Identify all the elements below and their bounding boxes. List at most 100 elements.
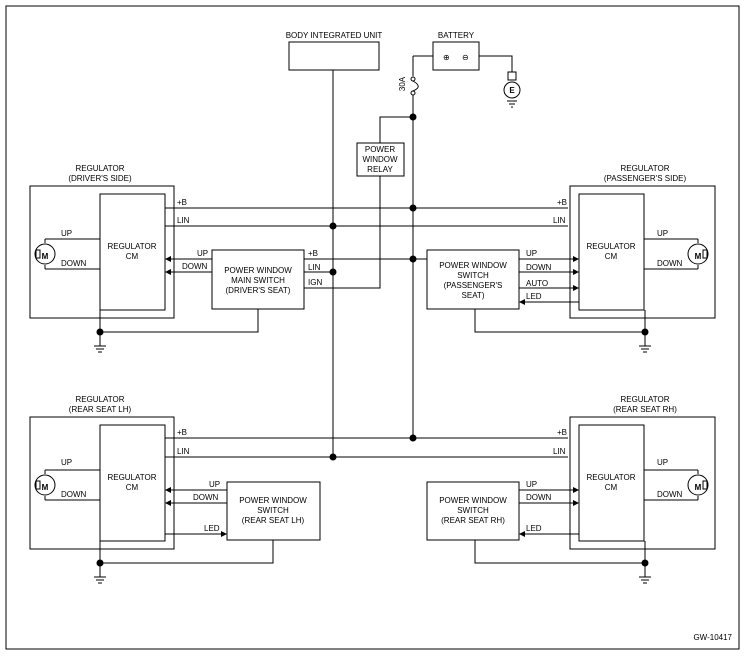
power-window-switch-rear-rh: POWER WINDOW SWITCH (REAR SEAT RH)	[426, 481, 520, 541]
earth-icon	[503, 81, 521, 99]
main-switch-lin-label: LIN	[308, 263, 321, 272]
main-switch-ign-label: IGN	[308, 278, 322, 287]
motor-passenger-up-label: UP	[657, 229, 668, 238]
motor-rear-rh-up-label: UP	[657, 458, 668, 467]
rear-rh-led-label: LED	[526, 524, 542, 533]
rear-lh-lin-label: LIN	[177, 447, 190, 456]
regulator-cm-passenger	[578, 193, 645, 311]
relay-label-1: POWER	[365, 145, 395, 154]
motor-passenger-down-label: DOWN	[657, 259, 683, 268]
battery-plus-icon: ⊕	[443, 53, 450, 62]
ground-rear-lh-icon	[94, 576, 106, 584]
motor-driver-up-label: UP	[61, 229, 72, 238]
motor-passenger-icon	[687, 243, 709, 265]
regulator-passenger-label-2: (PASSENGER'S SIDE)	[604, 174, 687, 183]
driver-lin-label: LIN	[177, 216, 190, 225]
body-integrated-unit-label: BODY INTEGRATED UNIT	[286, 31, 383, 40]
main-switch-up-label: UP	[197, 249, 208, 258]
ground-rear-rh-icon	[639, 576, 651, 584]
regulator-rear-lh-label-1: REGULATOR	[75, 395, 124, 404]
driver-b-label: +B	[177, 198, 187, 207]
battery: BATTERY ⊕ ⊖ E 30A	[398, 31, 521, 108]
rear-lh-switch-label-1: POWER WINDOW	[239, 496, 307, 505]
regulator-cm-driver-label-2: CM	[126, 252, 139, 261]
regulator-driver: REGULATOR (DRIVER'S SIDE) REGULATOR CM M…	[29, 164, 175, 319]
motor-passenger-label: M	[695, 252, 702, 261]
ground-passenger-icon	[639, 345, 651, 353]
motor-rear-rh-down-label: DOWN	[657, 490, 683, 499]
power-window-relay: POWER WINDOW RELAY	[356, 142, 405, 177]
motor-rear-rh-icon	[687, 474, 709, 496]
main-switch-down-label: DOWN	[182, 262, 208, 271]
passenger-switch-label-3: (PASSENGER'S	[444, 281, 503, 290]
regulator-cm-rear-lh-label-2: CM	[126, 483, 139, 492]
main-switch-b-label: +B	[308, 249, 318, 258]
regulator-driver-label-1: REGULATOR	[75, 164, 124, 173]
passenger-led-label: LED	[526, 292, 542, 301]
regulator-passenger-label-1: REGULATOR	[620, 164, 669, 173]
fuse-icon	[412, 80, 419, 92]
regulator-cm-passenger-label-1: REGULATOR	[586, 242, 635, 251]
relay-label-3: RELAY	[367, 165, 393, 174]
rear-rh-up-label: UP	[526, 480, 537, 489]
rear-lh-up-label: UP	[209, 480, 220, 489]
regulator-cm-rear-lh-label-1: REGULATOR	[107, 473, 156, 482]
regulator-cm-passenger-label-2: CM	[605, 252, 618, 261]
ign-wire	[304, 176, 381, 289]
passenger-down-label: DOWN	[526, 263, 552, 272]
main-switch-box	[211, 249, 305, 310]
passenger-auto-label: AUTO	[526, 279, 548, 288]
regulator-driver-label-2: (DRIVER'S SIDE)	[68, 174, 132, 183]
relay-label-2: WINDOW	[362, 155, 398, 164]
rear-rh-switch-label-2: SWITCH	[457, 506, 489, 515]
main-switch-label-2: MAIN SWITCH	[231, 276, 285, 285]
regulator-cm-rear-rh-label-1: REGULATOR	[586, 473, 635, 482]
passenger-switch-box	[426, 249, 520, 310]
motor-rear-lh-up-label: UP	[61, 458, 72, 467]
earth-terminal	[507, 71, 517, 81]
passenger-b-label: +B	[557, 198, 567, 207]
rear-rh-switch-box	[426, 481, 520, 541]
fuse-label: 30A	[398, 76, 407, 91]
rear-rh-b-label: +B	[557, 428, 567, 437]
regulator-cm-rear-rh-label-2: CM	[605, 483, 618, 492]
rear-lh-switch-box	[226, 481, 321, 541]
main-switch-label-3: (DRIVER'S SEAT)	[226, 286, 291, 295]
motor-driver-down-label: DOWN	[61, 259, 87, 268]
regulator-passenger: REGULATOR (PASSENGER'S SIDE) REGULATOR C…	[569, 164, 716, 319]
rear-rh-lin-label: LIN	[553, 447, 566, 456]
regulator-rear-lh-label-2: (REAR SEAT LH)	[69, 405, 132, 414]
battery-label: BATTERY	[438, 31, 475, 40]
rear-rh-switch-label-3: (REAR SEAT RH)	[441, 516, 505, 525]
body-integrated-unit-box	[288, 41, 380, 71]
motor-rear-rh-label: M	[695, 483, 702, 492]
relay-box	[356, 142, 405, 177]
rear-lh-led-label: LED	[204, 524, 220, 533]
power-window-switch-passenger: POWER WINDOW SWITCH (PASSENGER'S SEAT)	[426, 249, 520, 310]
rear-lh-switch-label-2: SWITCH	[257, 506, 289, 515]
rear-lh-down-label: DOWN	[193, 493, 219, 502]
regulator-rear-rh-label-2: (REAR SEAT RH)	[613, 405, 677, 414]
passenger-lin-label: LIN	[553, 216, 566, 225]
power-window-main-switch: POWER WINDOW MAIN SWITCH (DRIVER'S SEAT)	[211, 249, 305, 310]
passenger-up-label: UP	[526, 249, 537, 258]
motor-driver-label: M	[42, 252, 49, 261]
ground-driver-icon	[94, 345, 106, 353]
earth-label: E	[509, 86, 515, 95]
main-switch-label-1: POWER WINDOW	[224, 266, 292, 275]
power-window-switch-rear-lh: POWER WINDOW SWITCH (REAR SEAT LH)	[226, 481, 321, 541]
motor-rear-lh-icon	[34, 474, 56, 496]
regulator-cm-driver-label-1: REGULATOR	[107, 242, 156, 251]
motor-rear-lh-down-label: DOWN	[61, 490, 87, 499]
battery-box	[432, 41, 480, 71]
junction-dots	[96, 113, 649, 567]
rear-lh-switch-label-3: (REAR SEAT LH)	[242, 516, 305, 525]
motor-rear-lh-label: M	[42, 483, 49, 492]
regulator-rear-rh: REGULATOR (REAR SEAT RH) REGULATOR CM M …	[569, 395, 716, 550]
regulator-rear-lh: REGULATOR (REAR SEAT LH) REGULATOR CM M …	[29, 395, 175, 550]
body-integrated-unit: BODY INTEGRATED UNIT	[286, 31, 383, 71]
regulator-cm-rear-rh	[578, 424, 645, 542]
passenger-switch-label-1: POWER WINDOW	[439, 261, 507, 270]
